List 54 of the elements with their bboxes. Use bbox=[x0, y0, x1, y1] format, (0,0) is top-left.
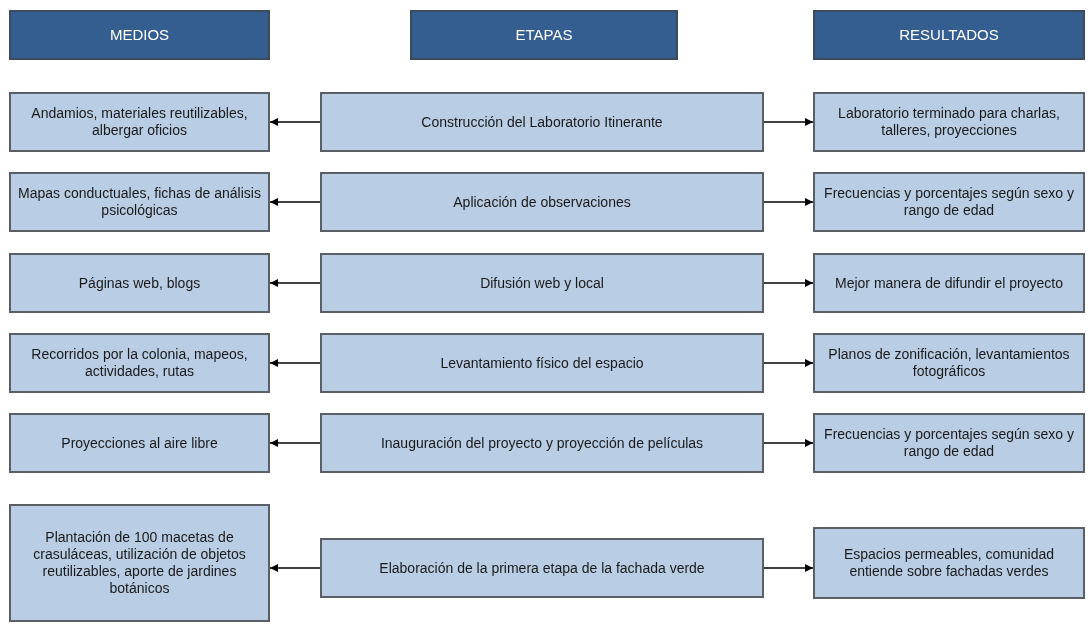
arrow bbox=[269, 198, 321, 206]
box-text: Planos de zonificación, levantamientos fotográficos bbox=[827, 346, 1071, 380]
process-box bbox=[813, 333, 1085, 393]
box-text: Plantación de 100 macetas de crasuláceas, utilización de objetos reutilizables, aporte de jardines botánicos bbox=[32, 529, 247, 597]
process-box bbox=[9, 92, 270, 152]
process-box bbox=[813, 413, 1085, 473]
process-box bbox=[813, 92, 1085, 152]
arrow bbox=[763, 279, 814, 287]
process-box bbox=[9, 172, 270, 232]
box-text: Aplicación de observaciones bbox=[453, 193, 631, 211]
arrow bbox=[269, 359, 321, 367]
arrow bbox=[763, 359, 814, 367]
box-text: Difusión web y local bbox=[480, 274, 604, 292]
column-header bbox=[410, 10, 678, 60]
process-box bbox=[9, 504, 270, 622]
box-text: Páginas web, blogs bbox=[78, 274, 201, 292]
process-box bbox=[320, 253, 764, 313]
arrow bbox=[763, 439, 814, 447]
process-box bbox=[813, 172, 1085, 232]
box-text: ETAPAS bbox=[515, 26, 573, 44]
arrow bbox=[269, 564, 321, 572]
process-box bbox=[813, 527, 1085, 599]
process-box bbox=[320, 333, 764, 393]
box-text: Inauguración del proyecto y proyección de películas bbox=[380, 434, 704, 452]
process-box bbox=[320, 92, 764, 152]
process-box bbox=[813, 253, 1085, 313]
box-text: Espacios permeables, comunidad entiende sobre fachadas verdes bbox=[842, 546, 1056, 580]
process-box bbox=[320, 413, 764, 473]
process-box bbox=[9, 413, 270, 473]
arrow bbox=[763, 198, 814, 206]
box-text: MEDIOS bbox=[109, 26, 170, 44]
process-box bbox=[320, 172, 764, 232]
box-text: Levantamiento físico del espacio bbox=[440, 354, 644, 372]
arrow bbox=[269, 118, 321, 126]
arrow bbox=[269, 439, 321, 447]
process-box bbox=[9, 333, 270, 393]
process-box bbox=[9, 253, 270, 313]
process-box bbox=[320, 538, 764, 598]
box-text: Mapas conductuales, fichas de análisis psicológicas bbox=[17, 185, 262, 219]
column-header bbox=[813, 10, 1085, 60]
box-text: Construcción del Laboratorio Itinerante bbox=[421, 113, 663, 131]
box-text: RESULTADOS bbox=[899, 26, 999, 44]
column-header bbox=[9, 10, 270, 60]
box-text: Andamios, materiales reutilizables, albergar oficios bbox=[30, 105, 249, 139]
box-text: Elaboración de la primera etapa de la fachada verde bbox=[379, 559, 705, 577]
arrow bbox=[763, 118, 814, 126]
arrow bbox=[763, 564, 814, 572]
box-text: Recorridos por la colonia, mapeos, actividades, rutas bbox=[30, 346, 249, 380]
box-text: Frecuencias y porcentajes según sexo y rango de edad bbox=[823, 185, 1075, 219]
box-text: Mejor manera de difundir el proyecto bbox=[835, 274, 1063, 292]
box-text: Frecuencias y porcentajes según sexo y rango de edad bbox=[823, 426, 1075, 460]
arrow bbox=[269, 279, 321, 287]
box-text: Proyecciones al aire libre bbox=[61, 434, 218, 452]
box-text: Laboratorio terminado para charlas, talleres, proyecciones bbox=[837, 105, 1061, 139]
